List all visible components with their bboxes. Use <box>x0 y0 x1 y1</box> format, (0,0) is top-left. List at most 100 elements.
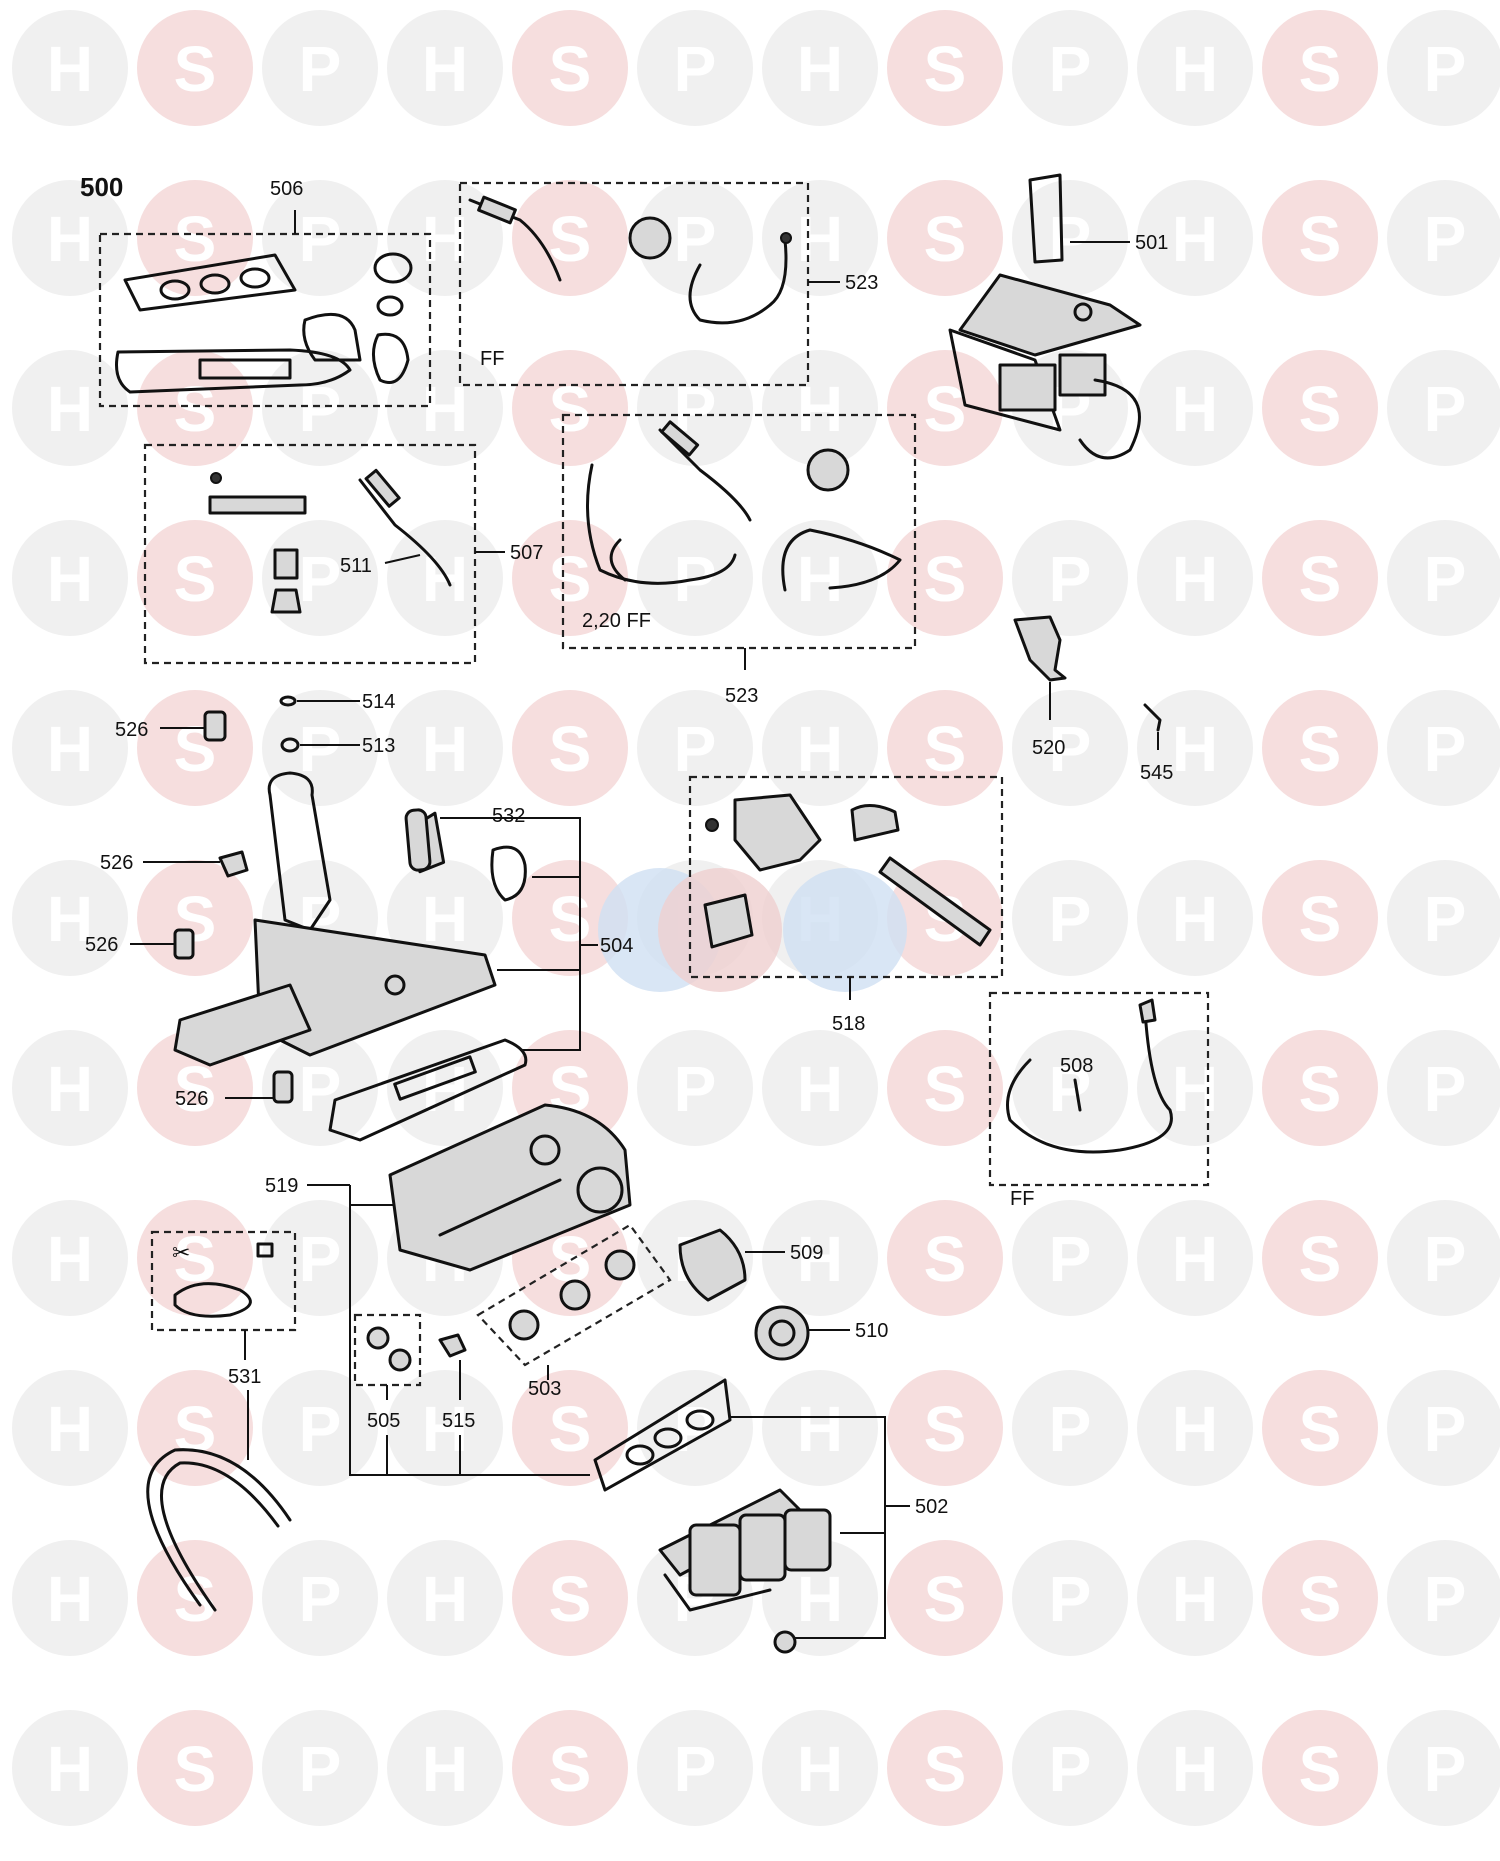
watermark-letter: S <box>924 1053 967 1125</box>
watermark-circle <box>1262 180 1378 296</box>
watermark-circle <box>512 10 628 126</box>
watermark-letter: P <box>1424 1223 1467 1295</box>
watermark-circle <box>637 180 753 296</box>
label-531: 531 <box>228 1366 261 1388</box>
watermark-circle <box>512 860 628 976</box>
watermark-letter: H <box>797 1053 843 1125</box>
watermark-circle <box>137 860 253 976</box>
watermark-letter: P <box>674 713 717 785</box>
watermark-letter: P <box>1049 1393 1092 1465</box>
watermark-circle <box>1137 1540 1253 1656</box>
watermark-circle <box>12 1200 128 1316</box>
watermark-letter: P <box>299 1563 342 1635</box>
watermark-circle <box>637 690 753 806</box>
watermark-letter: S <box>549 713 592 785</box>
watermark-circle <box>1012 1200 1128 1316</box>
watermark-letter: H <box>47 33 93 105</box>
label-515: 515 <box>442 1410 475 1432</box>
label-504: 504 <box>600 935 633 957</box>
watermark-letter: H <box>1172 1223 1218 1295</box>
watermark-circle <box>762 1370 878 1486</box>
watermark-letter: S <box>1299 713 1342 785</box>
watermark-letter: H <box>1172 713 1218 785</box>
solenoid-509: 509 <box>678 1228 823 1302</box>
watermark-letter: H <box>422 1733 468 1805</box>
watermark-letter: P <box>1424 1393 1467 1465</box>
watermark-letter: H <box>797 543 843 615</box>
watermark-circle <box>12 1030 128 1146</box>
watermark-letter: P <box>1049 713 1092 785</box>
wiring-508-ff: FF 508 <box>988 991 1210 1210</box>
watermark-circle <box>1012 1540 1128 1656</box>
watermark-letter: S <box>549 203 592 275</box>
label-520: 520 <box>1032 737 1065 759</box>
watermark-letter: H <box>797 1223 843 1295</box>
screw-515: 515 <box>438 1333 475 1475</box>
watermark-circle <box>762 1030 878 1146</box>
watermark-letter: P <box>299 1223 342 1295</box>
watermark-letter: S <box>1299 883 1342 955</box>
watermark-letter: P <box>1424 33 1467 105</box>
note-ff-right: FF <box>1010 1188 1034 1210</box>
watermark-circle <box>1262 520 1378 636</box>
watermark-circle <box>137 1710 253 1826</box>
watermark-circle <box>12 1710 128 1826</box>
watermark-circle <box>1387 10 1500 126</box>
watermark-letter: H <box>47 1053 93 1125</box>
watermark-circle <box>637 1710 753 1826</box>
watermark-circle <box>137 520 253 636</box>
gas-valve-501: 501 <box>948 173 1168 460</box>
watermark-letter: S <box>924 373 967 445</box>
screws-505: 505 <box>353 1313 422 1475</box>
watermark-letter: S <box>924 713 967 785</box>
label-501: 501 <box>1135 232 1168 254</box>
screw-526-d: 526 <box>175 1070 294 1110</box>
watermark-letter: S <box>1299 203 1342 275</box>
watermark-circle <box>387 180 503 296</box>
watermark-circle <box>12 520 128 636</box>
watermark-letter: S <box>549 373 592 445</box>
watermark-circle <box>1387 1540 1500 1656</box>
watermark-letter: S <box>1299 373 1342 445</box>
watermark-circle <box>1012 860 1128 976</box>
watermark-circle <box>512 180 628 296</box>
watermark-circle <box>887 1370 1003 1486</box>
watermark-circle <box>1012 180 1128 296</box>
label-511: 511 <box>340 555 372 577</box>
label-526-d: 526 <box>175 1088 208 1110</box>
label-526-c: 526 <box>85 934 118 956</box>
watermark-letter: H <box>47 713 93 785</box>
watermark-circle <box>137 1200 253 1316</box>
watermark-letter: H <box>422 883 468 955</box>
watermark-circle <box>387 10 503 126</box>
watermark-circle <box>1387 520 1500 636</box>
watermark-letter: S <box>924 1393 967 1465</box>
label-505: 505 <box>367 1410 400 1432</box>
watermark-letter: P <box>1049 33 1092 105</box>
watermark-letter: P <box>674 1733 717 1805</box>
watermark-circle <box>1387 180 1500 296</box>
watermark-letter: S <box>1299 1223 1342 1295</box>
watermark-letter: S <box>174 543 217 615</box>
screw-526-b: 526 <box>100 850 249 878</box>
watermark-letter: H <box>422 203 468 275</box>
watermark-circle <box>12 690 128 806</box>
watermark-circle <box>262 1030 378 1146</box>
washer-513: 513 <box>280 735 395 757</box>
watermark-circle <box>1387 1370 1500 1486</box>
label-526-b: 526 <box>100 852 133 874</box>
label-507: 507 <box>510 542 543 564</box>
watermark-circle <box>1262 860 1378 976</box>
watermark-letter: H <box>1172 1563 1218 1635</box>
watermark-letter: S <box>549 1563 592 1635</box>
watermark-circle <box>1387 1030 1500 1146</box>
watermark-circle <box>1137 690 1253 806</box>
watermark-circle <box>1262 1710 1378 1826</box>
watermark-circle <box>12 860 128 976</box>
wiring-kit-523-220ff: 523 2,20 FF <box>561 413 917 707</box>
watermark-circle <box>512 690 628 806</box>
label-514: 514 <box>362 691 395 713</box>
watermark-circle <box>1012 1710 1128 1826</box>
watermark-letter: S <box>924 543 967 615</box>
label-506: 506 <box>270 178 303 200</box>
